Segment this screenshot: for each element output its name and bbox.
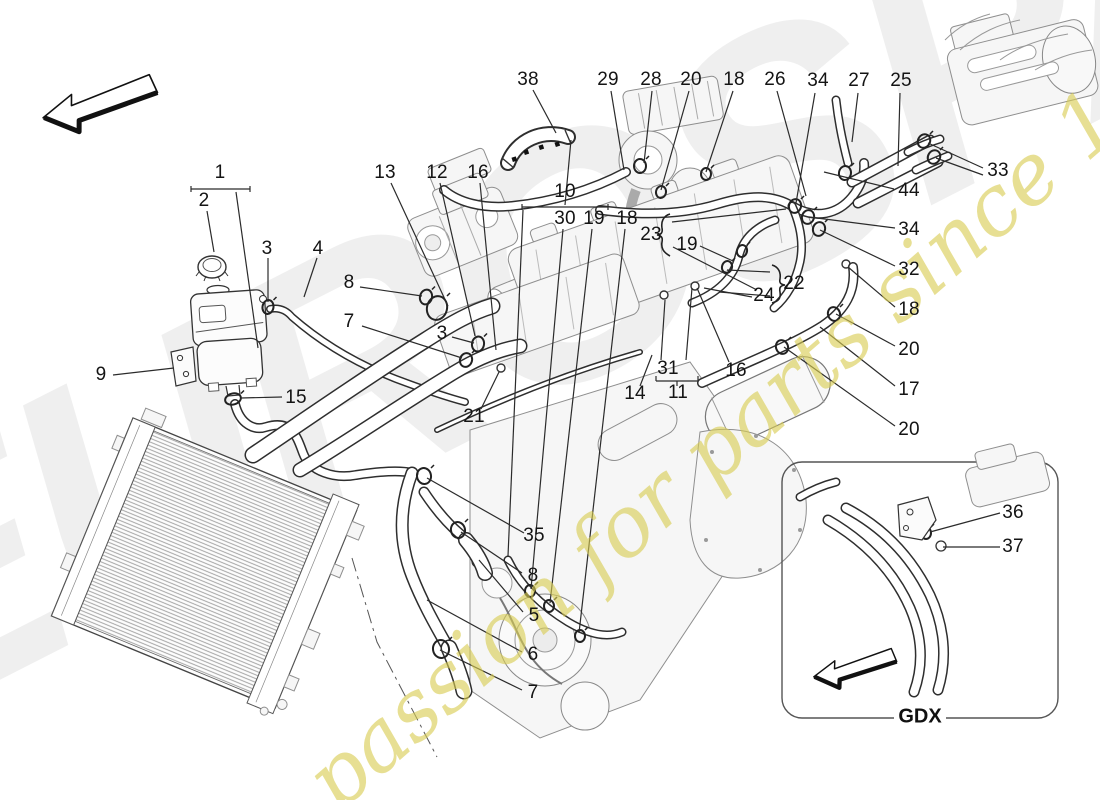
callout-11: 11 bbox=[667, 382, 689, 403]
callout-9: 9 bbox=[95, 364, 107, 385]
callout-15: 15 bbox=[285, 387, 307, 408]
callout-20: 20 bbox=[898, 339, 920, 360]
callout-31: 31 bbox=[657, 358, 679, 379]
callout-18: 18 bbox=[723, 69, 745, 90]
callout-32: 32 bbox=[898, 259, 920, 280]
pipe-bracket bbox=[897, 496, 937, 541]
gdx-inset-box bbox=[781, 443, 1059, 726]
callout-13: 13 bbox=[374, 162, 396, 183]
callout-27: 27 bbox=[848, 70, 870, 91]
wiring-harness bbox=[944, 13, 1093, 71]
callout-16: 16 bbox=[467, 162, 489, 183]
callout-17: 17 bbox=[898, 379, 920, 400]
gdx-direction-arrow bbox=[813, 647, 898, 690]
callout-44: 44 bbox=[898, 180, 920, 201]
expansion-tank bbox=[170, 255, 268, 397]
callout-6: 6 bbox=[527, 644, 539, 665]
callout-brackets bbox=[190, 186, 786, 386]
callout-25: 25 bbox=[890, 70, 912, 91]
heater-unit bbox=[946, 13, 1099, 126]
callout-8: 8 bbox=[343, 272, 355, 293]
callout-30: 30 bbox=[554, 208, 576, 229]
callout-3: 3 bbox=[261, 238, 273, 259]
brace-23 bbox=[656, 213, 671, 257]
callout-8: 8 bbox=[527, 565, 539, 586]
brace-22 bbox=[771, 264, 786, 304]
callout-16: 16 bbox=[725, 360, 747, 381]
callout-4: 4 bbox=[312, 238, 324, 259]
section-line bbox=[351, 557, 438, 758]
intake-duct-38 bbox=[500, 126, 576, 171]
leader-lines bbox=[112, 89, 1001, 691]
callout-34: 34 bbox=[898, 219, 920, 240]
callout-5: 5 bbox=[528, 605, 540, 626]
callout-19: 19 bbox=[583, 208, 605, 229]
callout-26: 26 bbox=[764, 69, 786, 90]
callout-20: 20 bbox=[680, 69, 702, 90]
callout-7: 7 bbox=[343, 311, 355, 332]
direction-arrow bbox=[42, 73, 159, 135]
callout-36: 36 bbox=[1002, 502, 1024, 523]
callout-35: 35 bbox=[523, 525, 545, 546]
gdx-inset-label: GDX bbox=[898, 705, 942, 728]
callout-14: 14 bbox=[624, 383, 646, 404]
callout-7: 7 bbox=[527, 682, 539, 703]
callout-2: 2 bbox=[198, 190, 210, 211]
callout-23: 23 bbox=[640, 224, 662, 245]
callout-33: 33 bbox=[987, 160, 1009, 181]
coolant-hoses bbox=[230, 95, 953, 700]
sensor-bolts bbox=[496, 259, 851, 373]
callout-37: 37 bbox=[1002, 536, 1024, 557]
callout-18: 18 bbox=[898, 299, 920, 320]
fastener-nut bbox=[935, 540, 947, 552]
callout-38: 38 bbox=[517, 69, 539, 90]
callout-28: 28 bbox=[640, 69, 662, 90]
callout-1: 1 bbox=[214, 162, 226, 183]
callout-29: 29 bbox=[597, 69, 619, 90]
callout-12: 12 bbox=[426, 162, 448, 183]
hose-clamps bbox=[224, 130, 944, 659]
callout-19: 19 bbox=[676, 234, 698, 255]
callout-24: 24 bbox=[753, 285, 775, 306]
callout-18: 18 bbox=[616, 208, 638, 229]
callout-34: 34 bbox=[807, 70, 829, 91]
charge-cooler bbox=[704, 355, 831, 446]
callout-10: 10 bbox=[554, 181, 576, 202]
callout-21: 21 bbox=[463, 406, 485, 427]
intake-manifold bbox=[622, 75, 724, 135]
radiator bbox=[50, 407, 365, 716]
callout-20: 20 bbox=[898, 419, 920, 440]
callout-3: 3 bbox=[436, 323, 448, 344]
callout-22: 22 bbox=[783, 273, 805, 294]
